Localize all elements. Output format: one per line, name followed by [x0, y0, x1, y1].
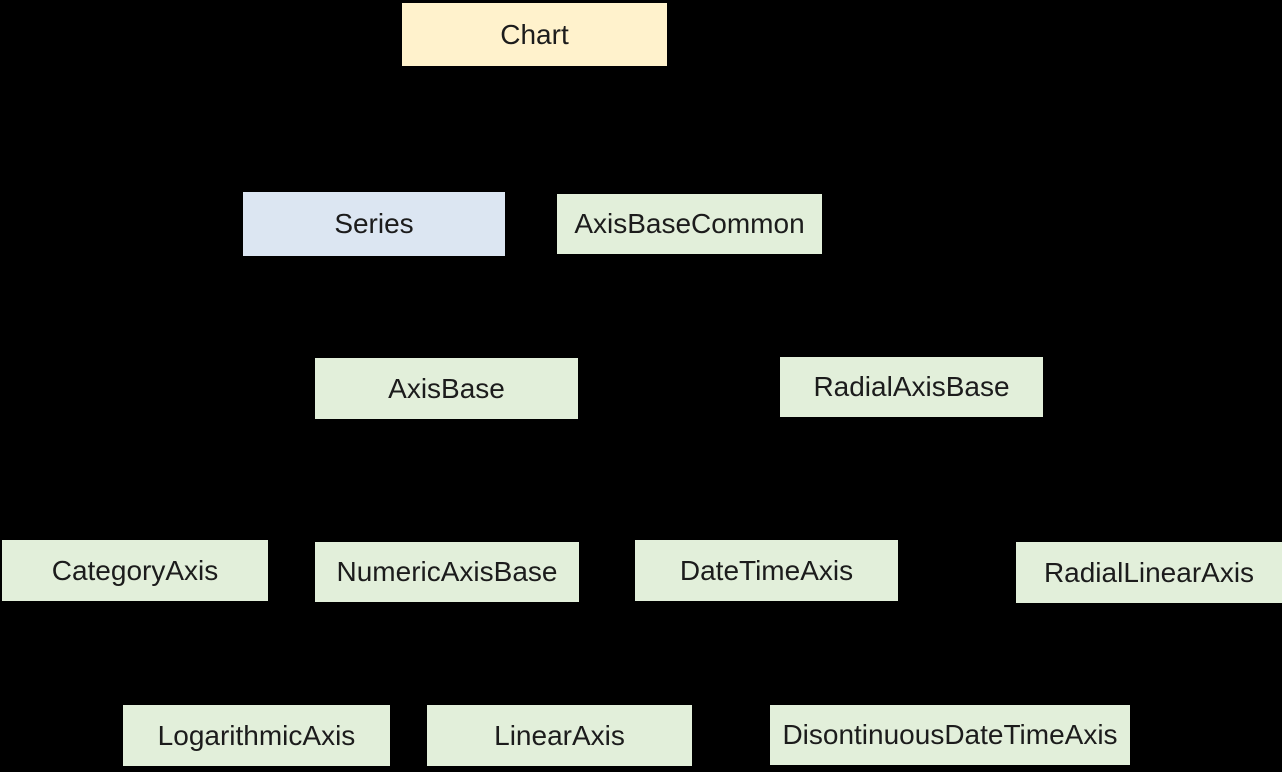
node-axis-base-label: AxisBase	[388, 372, 505, 404]
node-series: Series	[243, 192, 505, 256]
node-radial-linear-axis-label: RadialLinearAxis	[1043, 556, 1255, 588]
node-category-axis: CategoryAxis	[2, 540, 268, 601]
node-category-axis-label: CategoryAxis	[51, 554, 219, 586]
node-radial-axis-base-label: RadialAxisBase	[813, 371, 1010, 402]
node-logarithmic-axis: LogarithmicAxis	[123, 705, 390, 766]
node-disontinuous-date-time-axis-label: DisontinuousDateTimeAxis	[782, 719, 1118, 750]
node-chart-label: Chart	[500, 18, 569, 50]
node-series-label: Series	[334, 208, 414, 239]
node-logarithmic-axis-label: LogarithmicAxis	[157, 719, 356, 751]
node-axis-base: AxisBase	[315, 358, 578, 419]
node-axis-base-common: AxisBaseCommon	[557, 194, 822, 254]
node-axis-base-common-label: AxisBaseCommon	[574, 208, 805, 239]
node-numeric-axis-base-label: NumericAxisBase	[336, 556, 558, 587]
node-linear-axis-label: LinearAxis	[494, 719, 625, 751]
node-date-time-axis: DateTimeAxis	[635, 540, 898, 601]
node-disontinuous-date-time-axis: DisontinuousDateTimeAxis	[770, 705, 1130, 765]
node-chart: Chart	[402, 3, 667, 66]
node-radial-linear-axis: RadialLinearAxis	[1016, 542, 1282, 603]
node-radial-axis-base: RadialAxisBase	[780, 357, 1043, 417]
node-date-time-axis-label: DateTimeAxis	[679, 554, 854, 586]
node-numeric-axis-base: NumericAxisBase	[315, 542, 579, 602]
node-linear-axis: LinearAxis	[427, 705, 692, 766]
